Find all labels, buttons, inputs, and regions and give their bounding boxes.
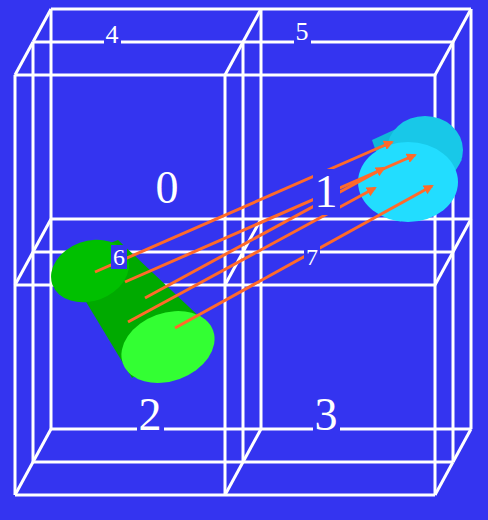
cell-number: 6 (111, 245, 127, 269)
cell-number: 5 (294, 19, 311, 45)
cell-number: 4 (104, 22, 121, 48)
cell-number: 7 (304, 245, 320, 269)
cell-number: 2 (137, 392, 164, 438)
ray-arrows (95, 142, 432, 328)
cyan-cylinder (358, 116, 463, 222)
cell-number: 1 (313, 169, 340, 215)
wireframe-grid (15, 9, 471, 495)
cell-number: 3 (313, 392, 340, 438)
cell-number: 0 (154, 165, 181, 211)
